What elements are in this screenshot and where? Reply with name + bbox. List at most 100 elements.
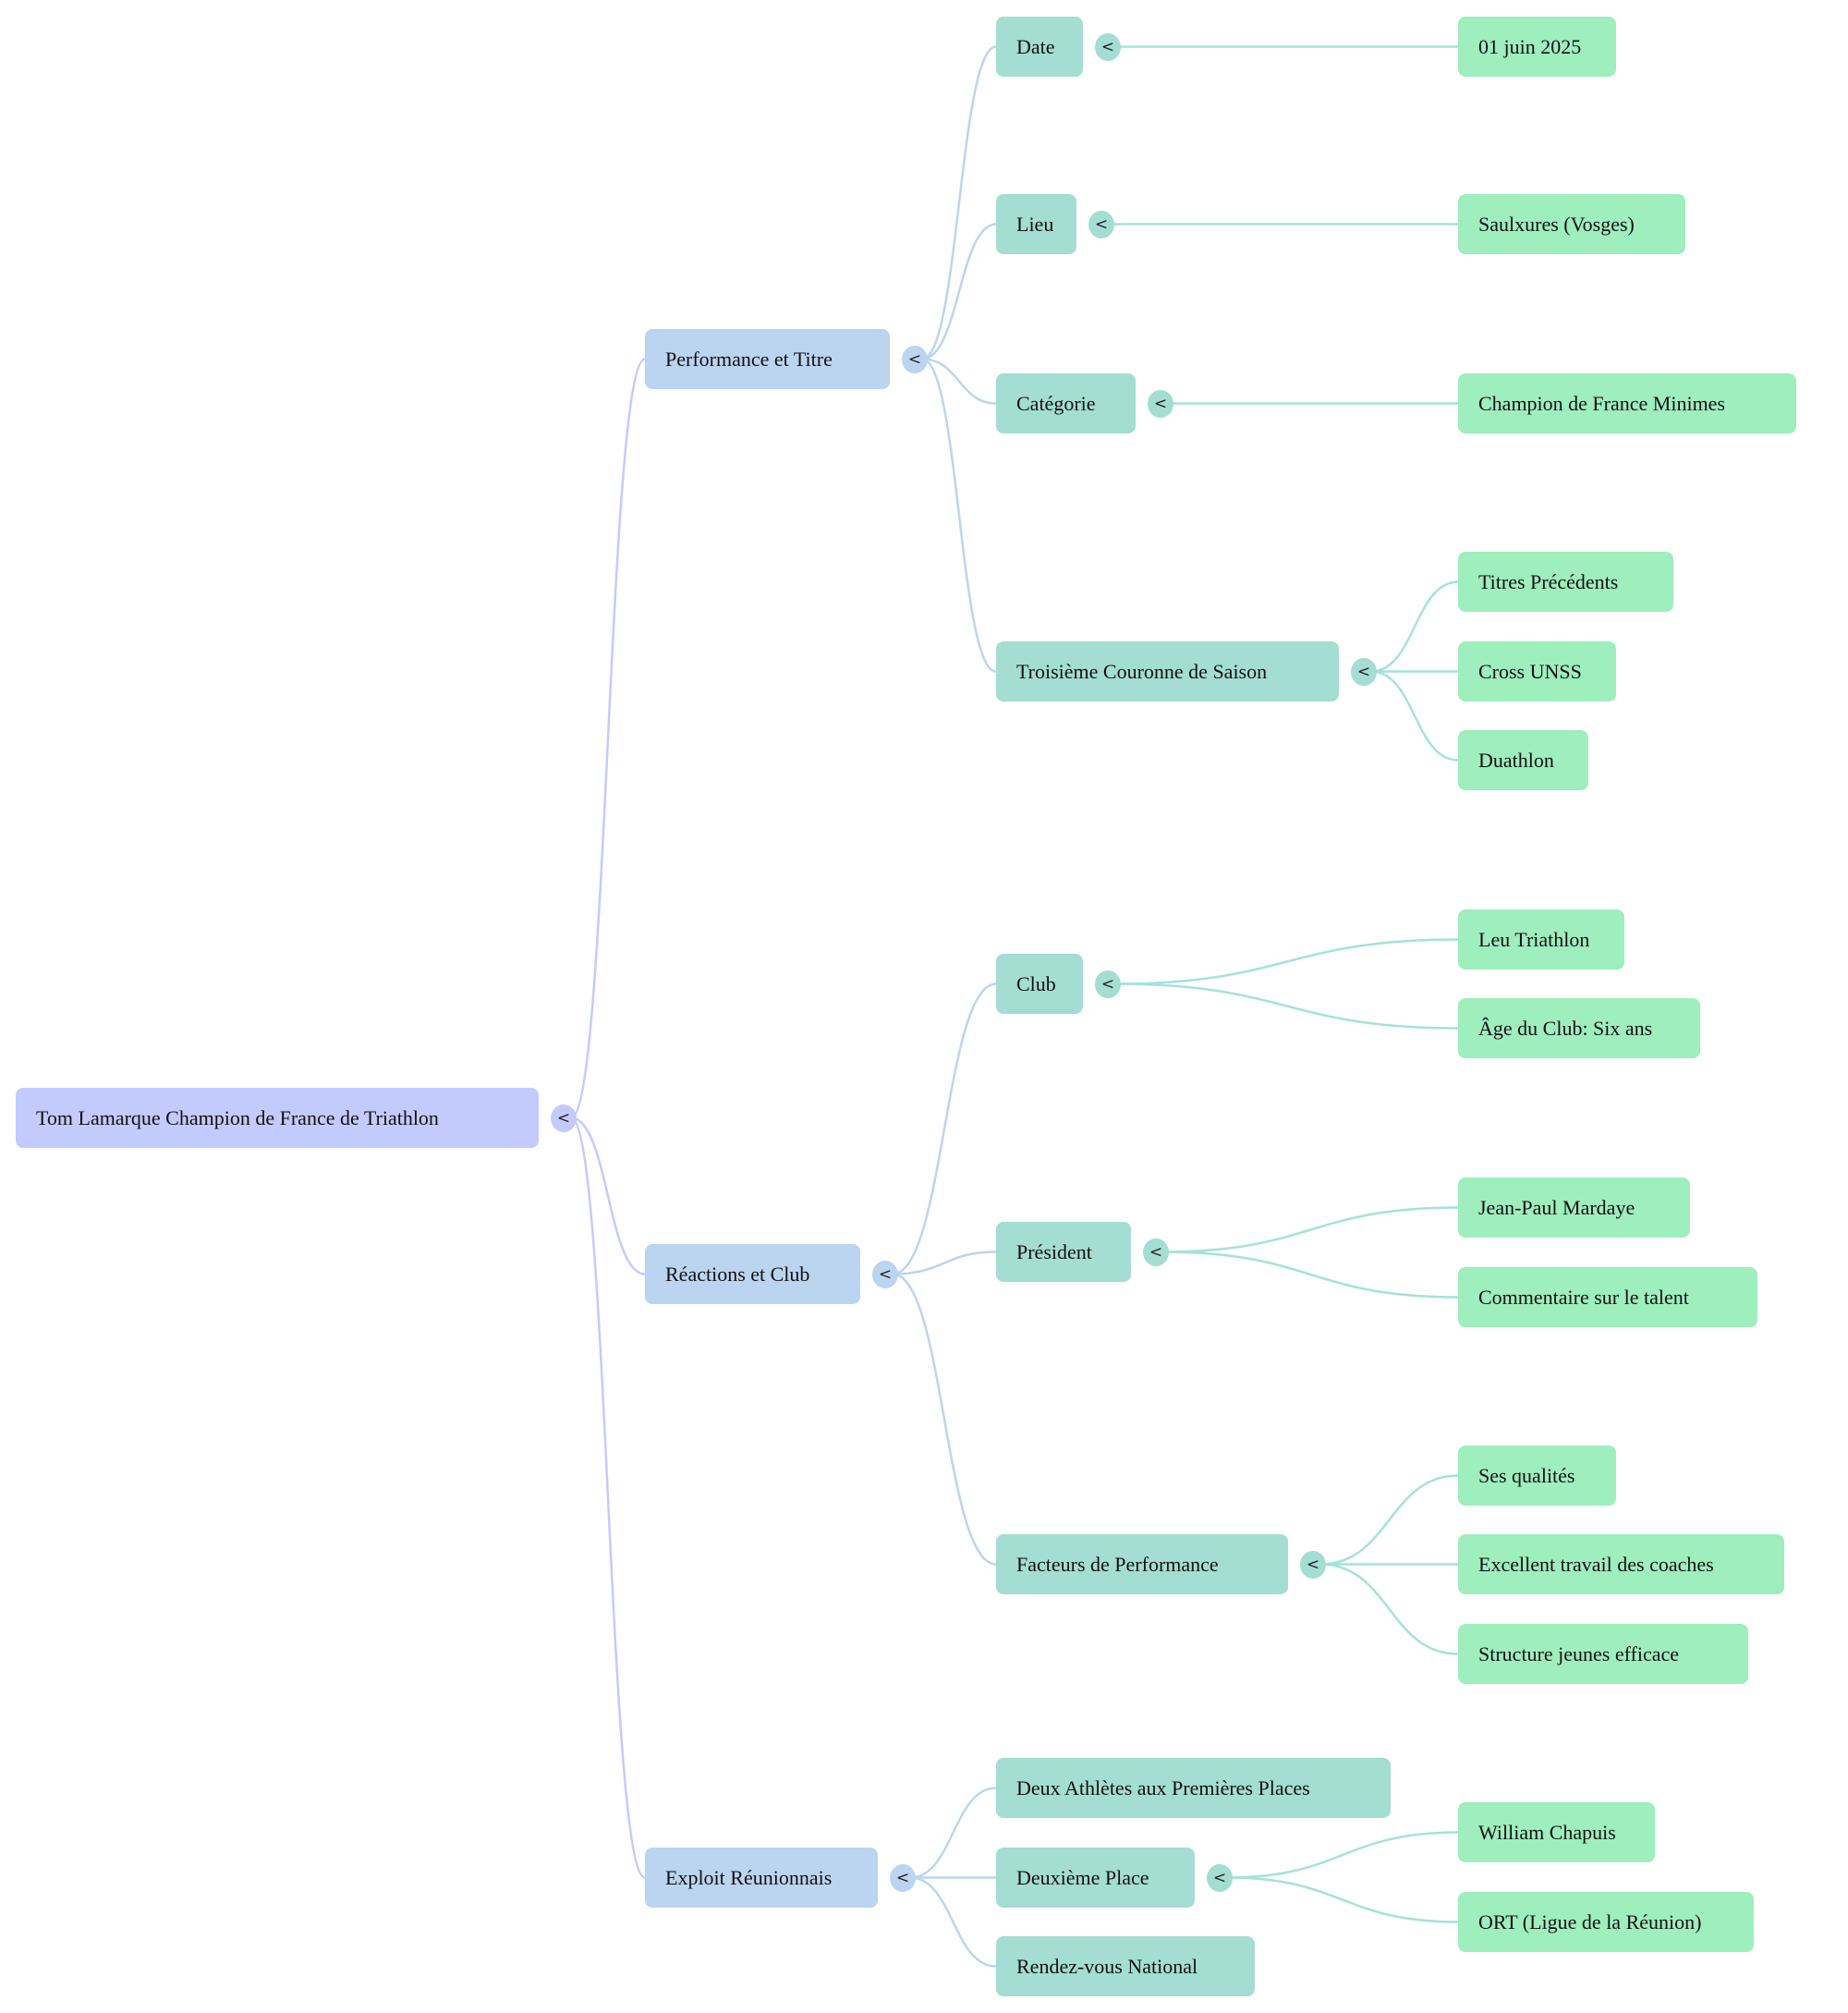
node-label: Troisième Couronne de Saison	[1016, 659, 1268, 683]
node-label: Titres Précédents	[1478, 569, 1619, 593]
connector-performance-et-titre-to-date	[921, 45, 997, 360]
node-label: Duathlon	[1478, 748, 1554, 772]
node-label: Tom Lamarque Champion de France de Triat…	[36, 1105, 439, 1129]
node-tom-lamarque-champion-de-france-de-triathlon[interactable]: Tom Lamarque Champion de France de Triat…	[16, 1088, 539, 1148]
chevron-left-icon: <	[1306, 1555, 1320, 1574]
node-performance-et-titre[interactable]: Performance et Titre	[645, 329, 890, 389]
node-cross-unss[interactable]: Cross UNSS	[1458, 641, 1616, 702]
connector-performance-et-titre-to-lieu	[921, 223, 997, 360]
connector-reactions-et-club-to-facteurs-de-performance	[892, 1273, 997, 1566]
node-label: Saulxures (Vosges)	[1478, 212, 1635, 236]
node-titres-precedents[interactable]: Titres Précédents	[1458, 552, 1673, 612]
connector-club-to-leu-triathlon	[1114, 938, 1459, 985]
connector-performance-et-titre-to-troisieme-couronne-de-saison	[921, 358, 997, 673]
node-saulxures-vosges[interactable]: Saulxures (Vosges)	[1458, 194, 1685, 254]
node-exploit-reunionnais[interactable]: Exploit Réunionnais	[645, 1848, 878, 1908]
node-label: Ses qualités	[1478, 1463, 1575, 1487]
collapse-toggle-club[interactable]: <	[1095, 970, 1121, 998]
node-label: Club	[1016, 971, 1056, 995]
connector-tom-lamarque-champion-de-france-de-triathlon-to-performance-et-titre	[570, 358, 646, 1119]
node-leu-triathlon[interactable]: Leu Triathlon	[1458, 909, 1624, 970]
node-lieu[interactable]: Lieu	[996, 194, 1076, 254]
node-deux-athletes-aux-premieres-places[interactable]: Deux Athlètes aux Premières Places	[996, 1758, 1391, 1818]
collapse-toggle-deuxieme-place[interactable]: <	[1207, 1863, 1233, 1892]
chevron-left-icon: <	[1100, 974, 1115, 994]
chevron-left-icon: <	[1094, 214, 1109, 234]
node-categorie[interactable]: Catégorie	[996, 373, 1136, 433]
collapse-toggle-performance-et-titre[interactable]: <	[902, 345, 928, 373]
node-label: Rendez-vous National	[1016, 1954, 1198, 1978]
chevron-left-icon: <	[1100, 37, 1115, 56]
connector-president-to-commentaire-sur-le-talent	[1162, 1250, 1459, 1299]
node-deuxieme-place[interactable]: Deuxième Place	[996, 1848, 1195, 1908]
connector-deuxieme-place-to-ort-ligue-de-la-reunion	[1226, 1876, 1459, 1923]
chevron-left-icon: <	[1356, 662, 1371, 681]
node-duathlon[interactable]: Duathlon	[1458, 730, 1588, 790]
collapse-toggle-exploit-reunionnais[interactable]: <	[890, 1863, 916, 1892]
collapse-toggle-tom-lamarque-champion-de-france-de-triathlon[interactable]: <	[551, 1104, 577, 1132]
node-troisieme-couronne-de-saison[interactable]: Troisième Couronne de Saison	[996, 641, 1339, 702]
connector-facteurs-de-performance-to-structure-jeunes-efficace	[1319, 1563, 1459, 1655]
collapse-toggle-president[interactable]: <	[1143, 1238, 1169, 1266]
collapse-toggle-reactions-et-club[interactable]: <	[872, 1260, 898, 1288]
connector-troisieme-couronne-de-saison-to-duathlon	[1370, 670, 1459, 762]
node-label: Lieu	[1016, 212, 1054, 236]
connector-reactions-et-club-to-president	[892, 1250, 997, 1275]
connector-tom-lamarque-champion-de-france-de-triathlon-to-exploit-reunionnais	[570, 1116, 646, 1879]
collapse-toggle-date[interactable]: <	[1095, 32, 1121, 61]
node-jean-paul-mardaye[interactable]: Jean-Paul Mardaye	[1458, 1177, 1690, 1238]
node-label: ORT (Ligue de la Réunion)	[1478, 1909, 1702, 1934]
chevron-left-icon: <	[1153, 394, 1168, 413]
connector-president-to-jean-paul-mardaye	[1162, 1206, 1459, 1253]
node-commentaire-sur-le-talent[interactable]: Commentaire sur le talent	[1458, 1267, 1757, 1327]
connector-club-to-age-du-club-six-ans	[1114, 982, 1459, 1030]
node-label: Commentaire sur le talent	[1478, 1285, 1689, 1309]
chevron-left-icon: <	[878, 1264, 893, 1284]
node-label: Deux Athlètes aux Premières Places	[1016, 1775, 1310, 1800]
node-date[interactable]: Date	[996, 17, 1083, 77]
connector-exploit-reunionnais-to-deux-athletes-aux-premieres-places	[909, 1787, 997, 1879]
collapse-toggle-troisieme-couronne-de-saison[interactable]: <	[1351, 657, 1377, 686]
collapse-toggle-facteurs-de-performance[interactable]: <	[1300, 1550, 1326, 1579]
connector-facteurs-de-performance-to-ses-qualites	[1319, 1474, 1459, 1566]
node-president[interactable]: Président	[996, 1222, 1131, 1282]
node-label: 01 juin 2025	[1478, 34, 1582, 58]
connector-performance-et-titre-to-categorie	[921, 358, 997, 405]
connector-troisieme-couronne-de-saison-to-titres-precedents	[1370, 580, 1459, 673]
node-label: Excellent travail des coaches	[1478, 1552, 1714, 1576]
node-label: Champion de France Minimes	[1478, 391, 1726, 415]
node-label: Deuxième Place	[1016, 1865, 1149, 1889]
collapse-toggle-lieu[interactable]: <	[1088, 210, 1114, 238]
node-01-juin-2025[interactable]: 01 juin 2025	[1458, 17, 1616, 77]
node-ses-qualites[interactable]: Ses qualités	[1458, 1446, 1616, 1506]
chevron-left-icon: <	[1212, 1868, 1227, 1887]
chevron-left-icon: <	[895, 1868, 910, 1887]
node-label: Performance et Titre	[665, 347, 833, 371]
node-label: Président	[1016, 1239, 1092, 1263]
node-label: Exploit Réunionnais	[665, 1865, 833, 1889]
node-label: Réactions et Club	[665, 1262, 810, 1286]
node-label: Structure jeunes efficace	[1478, 1641, 1680, 1665]
node-champion-de-france-minimes[interactable]: Champion de France Minimes	[1458, 373, 1796, 433]
connector-exploit-reunionnais-to-rendez-vous-national	[909, 1876, 997, 1968]
connector-tom-lamarque-champion-de-france-de-triathlon-to-reactions-et-club	[570, 1116, 646, 1275]
node-label: Cross UNSS	[1478, 659, 1582, 683]
node-rendez-vous-national[interactable]: Rendez-vous National	[996, 1936, 1255, 1996]
node-william-chapuis[interactable]: William Chapuis	[1458, 1802, 1655, 1862]
node-age-du-club-six-ans[interactable]: Âge du Club: Six ans	[1458, 998, 1700, 1058]
chevron-left-icon: <	[556, 1108, 571, 1128]
connector-deuxieme-place-to-william-chapuis	[1226, 1831, 1459, 1879]
node-club[interactable]: Club	[996, 954, 1083, 1014]
node-label: Leu Triathlon	[1478, 927, 1590, 951]
node-label: Âge du Club: Six ans	[1478, 1016, 1653, 1040]
node-ort-ligue-de-la-reunion[interactable]: ORT (Ligue de la Réunion)	[1458, 1892, 1754, 1952]
collapse-toggle-categorie[interactable]: <	[1148, 389, 1173, 418]
node-facteurs-de-performance[interactable]: Facteurs de Performance	[996, 1534, 1288, 1594]
connector-reactions-et-club-to-club	[892, 982, 997, 1275]
node-structure-jeunes-efficace[interactable]: Structure jeunes efficace	[1458, 1624, 1748, 1684]
node-label: William Chapuis	[1478, 1820, 1616, 1844]
node-excellent-travail-des-coaches[interactable]: Excellent travail des coaches	[1458, 1534, 1784, 1594]
node-label: Facteurs de Performance	[1016, 1552, 1219, 1576]
node-reactions-et-club[interactable]: Réactions et Club	[645, 1244, 860, 1304]
